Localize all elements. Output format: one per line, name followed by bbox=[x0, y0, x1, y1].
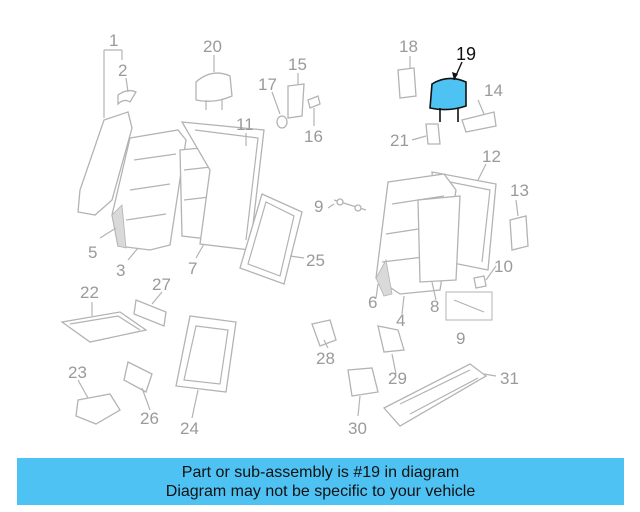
parts-diagram: 1 2 3 5 20 17 15 16 11 7 25 27 22 23 26 … bbox=[60, 31, 529, 438]
callout-15: 15 bbox=[288, 55, 307, 74]
callout-27: 27 bbox=[152, 275, 171, 294]
callout-labels: 1 2 3 5 20 17 15 16 11 7 25 27 22 23 26 … bbox=[68, 31, 529, 438]
callout-29: 29 bbox=[388, 369, 407, 388]
callout-19: 19 bbox=[456, 44, 476, 64]
callout-23: 23 bbox=[68, 363, 87, 382]
callout-21: 21 bbox=[390, 131, 409, 150]
lower-right-parts bbox=[311, 319, 488, 427]
callout-3: 3 bbox=[116, 261, 125, 280]
callout-31: 31 bbox=[500, 369, 519, 388]
callout-5: 5 bbox=[88, 243, 97, 262]
callout-11: 11 bbox=[236, 115, 254, 134]
callout-7: 7 bbox=[188, 259, 197, 278]
callout-12: 12 bbox=[482, 147, 501, 166]
lower-left-parts bbox=[60, 299, 237, 425]
callout-9-lower: 9 bbox=[456, 329, 465, 348]
callout-17: 17 bbox=[258, 75, 277, 94]
left-seat-assembly bbox=[77, 72, 321, 285]
info-banner: Part or sub-assembly is #19 in diagram D… bbox=[17, 458, 624, 505]
callout-14: 14 bbox=[484, 81, 503, 100]
banner-line-2: Diagram may not be specific to your vehi… bbox=[165, 482, 476, 500]
callout-1: 1 bbox=[109, 31, 118, 50]
callout-10: 10 bbox=[494, 257, 513, 276]
banner-line-1: Part or sub-assembly is #19 in diagram bbox=[181, 463, 460, 481]
callout-2: 2 bbox=[118, 61, 127, 80]
leader-lines bbox=[77, 49, 519, 419]
callout-4: 4 bbox=[396, 311, 405, 330]
callout-30: 30 bbox=[348, 419, 367, 438]
callout-6: 6 bbox=[368, 293, 377, 312]
callout-16: 16 bbox=[304, 127, 323, 146]
callout-25: 25 bbox=[306, 251, 325, 270]
callout-13: 13 bbox=[510, 181, 529, 200]
callout-20: 20 bbox=[203, 37, 222, 56]
callout-22: 22 bbox=[80, 283, 99, 302]
right-seat-assembly bbox=[333, 67, 529, 321]
callout-9-upper: 9 bbox=[314, 197, 323, 216]
callout-26: 26 bbox=[140, 409, 159, 428]
callout-28: 28 bbox=[316, 349, 335, 368]
callout-24: 24 bbox=[180, 419, 199, 438]
highlighted-headrest-19 bbox=[429, 77, 467, 111]
callout-8: 8 bbox=[430, 297, 439, 316]
callout-18: 18 bbox=[399, 37, 418, 56]
